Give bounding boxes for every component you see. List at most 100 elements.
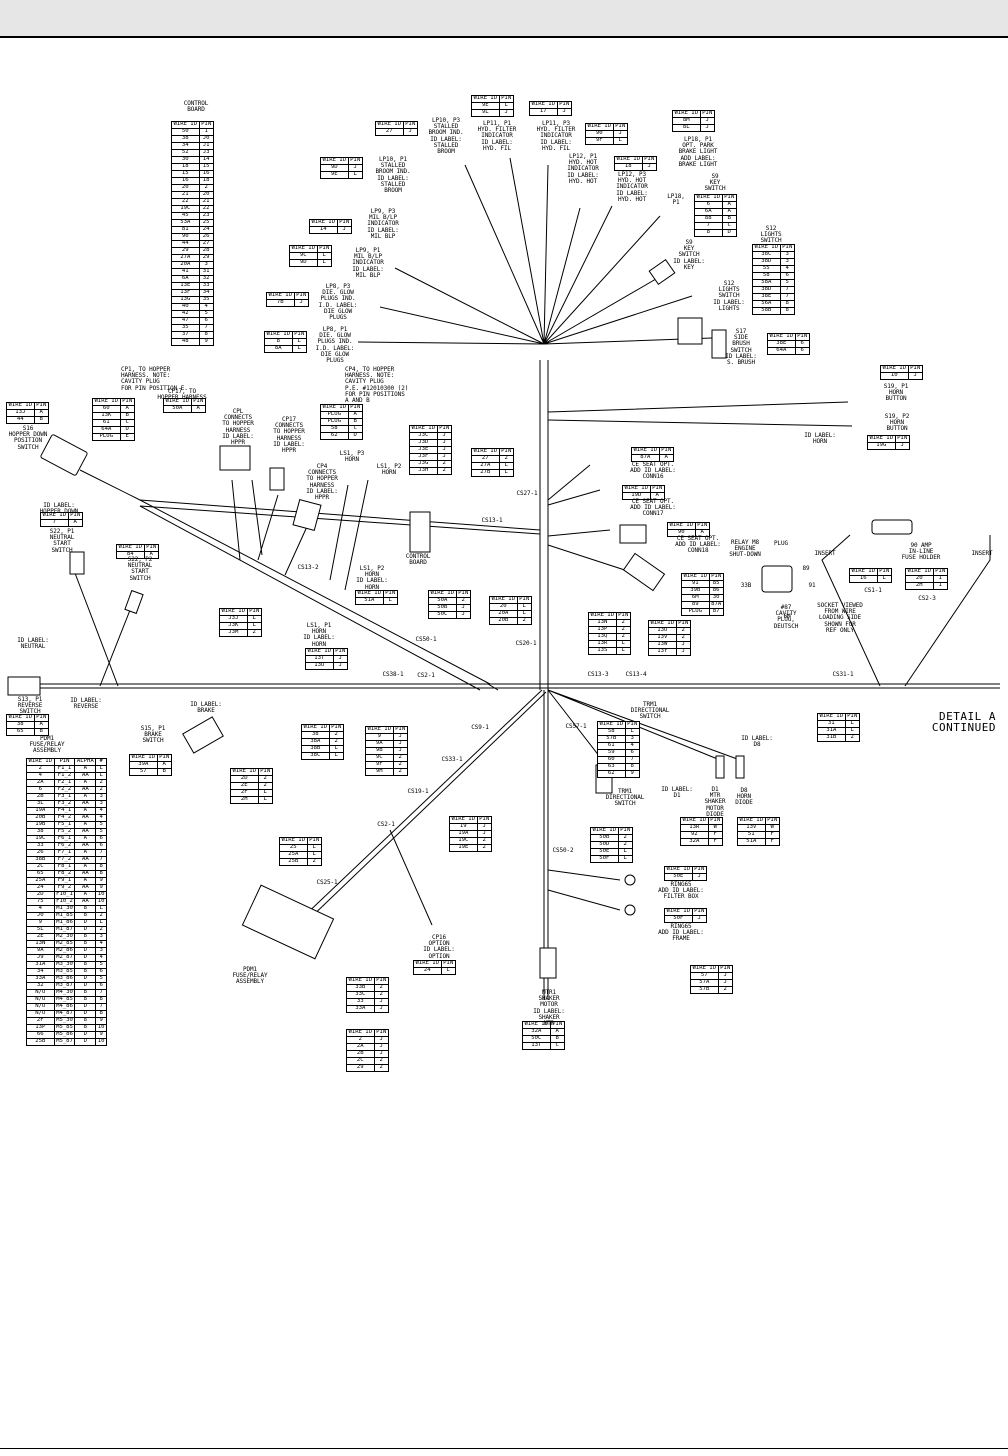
table-cell: 32A — [680, 838, 709, 846]
s17-switch — [711, 329, 727, 359]
table-cell: 13T — [522, 1042, 551, 1050]
component-label: INSERT — [814, 550, 836, 557]
s22-p2-connector — [124, 589, 144, 615]
component-label: ID LABEL: D8 — [741, 735, 773, 749]
s12-switch — [677, 317, 703, 345]
component-label: LS1, P1 HORN ID LABEL: HORN — [303, 622, 335, 648]
table-cell: J — [894, 442, 910, 450]
table-cell: B — [33, 416, 49, 424]
table-cell: L — [498, 469, 514, 477]
splice-label: 33B — [740, 582, 752, 589]
splice-label: CS57-1 — [565, 723, 587, 730]
splice-label: CS9-1 — [471, 724, 489, 731]
splice-label: CS27-1 — [516, 490, 538, 497]
component-label: CE SEAT OPT. ADD ID LABEL: CONN18 — [675, 535, 721, 555]
component-label: S22, P1 NEUTRAL START SWITCH — [49, 528, 75, 554]
d1-diode — [715, 755, 725, 779]
table-cell: 29 — [346, 1064, 375, 1072]
cp4-connector — [292, 498, 322, 532]
component-label: CP16 OPTION ID LABEL: OPTION — [423, 934, 455, 960]
splice-label: CS1-1 — [864, 587, 882, 594]
splice-label: CS20-1 — [515, 640, 537, 647]
table-cell: J — [336, 226, 352, 234]
component-label: 90 AMP IN-LINE FUSE HOLDER — [901, 542, 941, 562]
component-label: LP10, P3 STALLED BROOM IND. ID LABEL: ST… — [428, 117, 464, 156]
table-cell: 27B — [471, 469, 500, 477]
component-label: LP9, P3 MIL B/LP INDICATOR ID LABEL: MIL… — [367, 208, 399, 240]
table-cell: 2H — [905, 582, 934, 590]
ce-seat-connector — [619, 524, 647, 544]
break-marks — [150, 683, 499, 691]
component-label: MTR1 SHAKER MOTOR ID LABEL: SHAKER MTR — [533, 989, 565, 1028]
splice-label: CS13-2 — [297, 564, 319, 571]
table-cell: 9D — [289, 259, 318, 267]
relay-plug-diagram — [761, 565, 793, 593]
table-cell: B — [33, 728, 49, 736]
table-cell: J3M — [219, 629, 248, 637]
table-cell: 8 — [779, 307, 795, 315]
table-cell: J — [907, 372, 923, 380]
component-label: LP8, P3 DIE. GLOW PLUGS IND. I.D. LABEL:… — [318, 283, 358, 322]
hopper-branches — [79, 469, 491, 691]
table-cell: 10 — [880, 372, 909, 380]
component-label: ID LABEL: BRAKE — [190, 701, 222, 715]
component-label: LP10, P1 STALLED BROOM IND. ID LABEL: ST… — [375, 156, 411, 195]
table-cell: 65 — [6, 728, 35, 736]
upper-left-trunk — [139, 499, 541, 535]
table-cell: E — [119, 433, 135, 441]
cp17-connector — [269, 467, 285, 491]
component-label: S13, P1 REVERSE SWITCH — [17, 696, 43, 716]
splice-label: CS25-1 — [316, 879, 338, 886]
table-cell: 50F — [590, 855, 619, 863]
component-label: CPL CONNECTS TO HOPPER HARNESS ID LABEL:… — [222, 408, 254, 447]
component-label: LS1, P2 HORN — [376, 463, 402, 477]
component-label: S22, P2 NEUTRAL START SWITCH — [127, 556, 153, 582]
splice-label: CS2-1 — [377, 821, 395, 828]
table-cell: 62 — [597, 770, 626, 778]
table-cell: L — [382, 597, 398, 605]
component-label: TRM1 DIRECTIONAL SWITCH — [605, 788, 645, 808]
component-label: ID LABEL: HOPPER DOWN — [39, 502, 79, 516]
table-cell: 50F — [664, 915, 693, 923]
component-label: S19, P2 HORN BUTTON — [884, 413, 910, 433]
splice-label: CS2-1 — [417, 672, 435, 679]
table-cell: 48 — [171, 338, 200, 346]
table-cell: 2 — [717, 986, 733, 994]
table-cell: 33A — [346, 1005, 375, 1013]
component-label: CONTROL BOARD — [183, 100, 209, 114]
cp1-connector — [219, 445, 251, 471]
table-cell: D — [74, 1038, 97, 1046]
table-cell: 31B — [817, 734, 846, 742]
